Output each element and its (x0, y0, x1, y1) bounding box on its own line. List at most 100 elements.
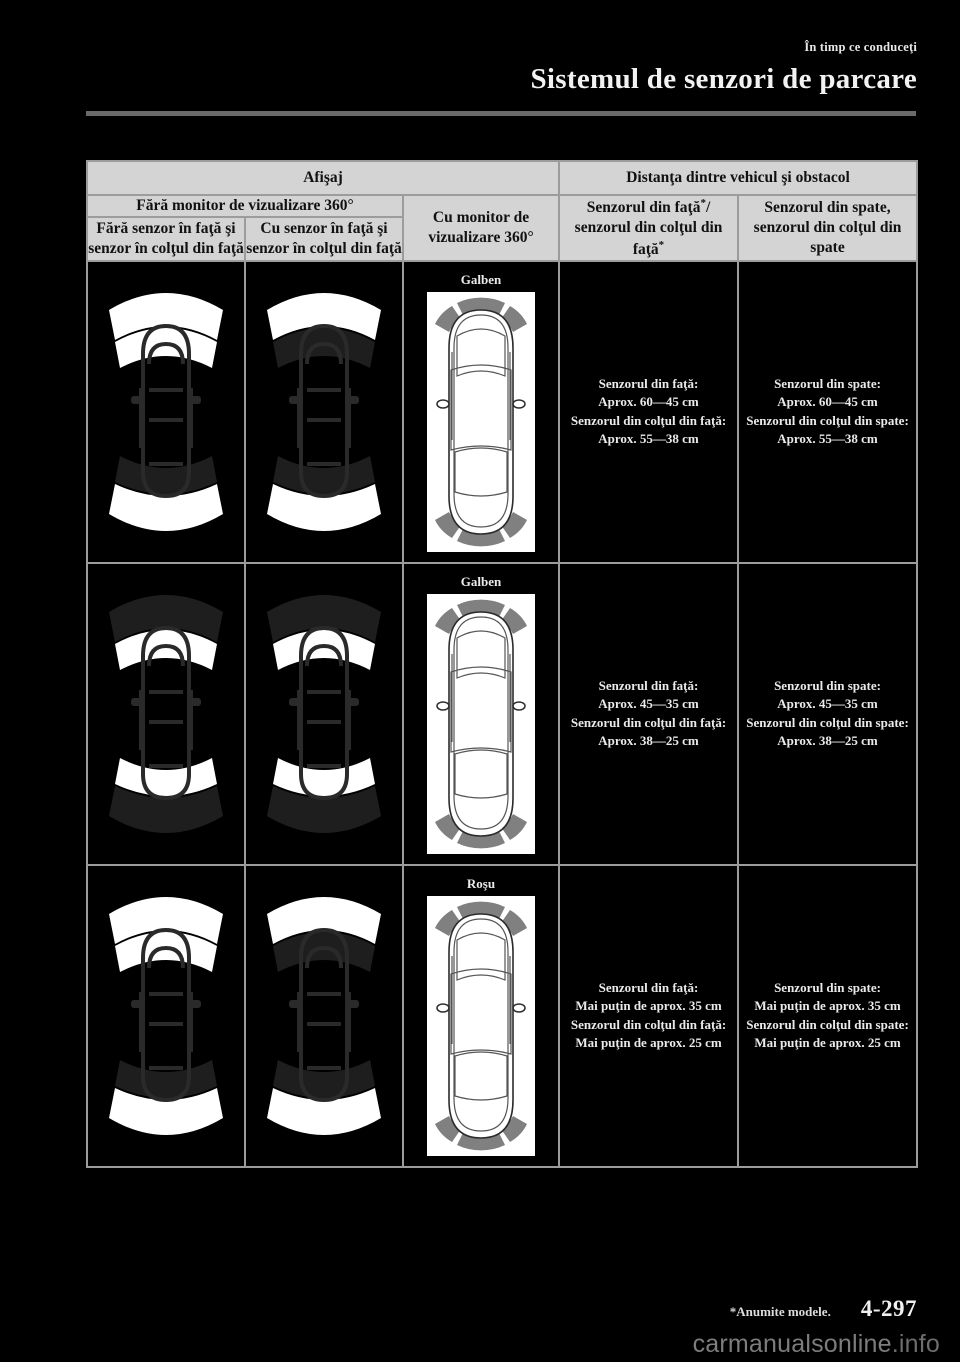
rear-corner-sensor-value: Mai puţin de aprox. 25 cm (754, 1035, 901, 1051)
table-row: Galben (86, 561, 919, 866)
rear-corner-sensor-label: Senzorul din colţul din spate: (746, 714, 909, 730)
monitor-360-wrapper: Roşu (406, 876, 556, 1156)
sensor-display-diagram (91, 569, 241, 858)
car-body-outline (448, 610, 514, 837)
front-sensor-label: Senzorul din faţă: (598, 979, 699, 995)
car-mirrors (131, 999, 201, 1008)
table-row: Roşu (86, 863, 919, 1168)
parking-sensor-table-wrapper: Afişaj Distanţa dintre vehicul şi obstac… (85, 160, 919, 1168)
front-arc-group (267, 896, 381, 972)
car-details (450, 918, 512, 1132)
sensor-display-diagram (249, 871, 399, 1160)
car-display-svg (249, 569, 399, 858)
car-mirrors (131, 697, 201, 706)
front-sensor-block: Senzorul din faţă: Aprox. 45—35 cm Senzo… (566, 677, 731, 751)
footer-inner: *Anumite modele. 4-297 (0, 1296, 960, 1322)
rear-sensor-label: Senzorul din spate: (774, 677, 881, 693)
rear-sensor-label: Senzorul din spate: (774, 375, 881, 391)
monitor-360-screen (427, 895, 535, 1156)
rear-sensor-value: Aprox. 60—45 cm (777, 394, 878, 410)
page-footer: *Anumite modele. 4-297 (0, 1296, 960, 1322)
display-360-monitor-row3: Roşu (401, 863, 561, 1168)
monitor-360-wrapper: Galben (406, 574, 556, 854)
sensor-display-diagram (249, 569, 399, 858)
front-corner-sensor-value: Aprox. 55—38 cm (598, 431, 699, 447)
display-360-monitor-row1: Galben (401, 259, 561, 564)
monitor-360-wrapper: Galben (406, 272, 556, 552)
display-with-front-sensor-row2 (244, 561, 404, 866)
front-sensor-block: Senzorul din faţă: Mai puţin de aprox. 3… (566, 979, 731, 1053)
rear-arc-group (109, 1059, 223, 1135)
car-topview-svg (427, 895, 535, 1156)
front-distance-row3: Senzorul din faţă: Mai puţin de aprox. 3… (558, 863, 740, 1168)
display-no-front-sensor-row2 (86, 561, 246, 866)
car-display-svg (91, 871, 241, 1160)
front-distance-row1: Senzorul din faţă: Aprox. 60—45 cm Senzo… (558, 259, 740, 564)
monitor-360-screen (427, 593, 535, 854)
rear-corner-sensor-label: Senzorul din colţul din spate: (746, 412, 909, 428)
car-display-svg (91, 569, 241, 858)
car-outline (139, 927, 193, 1102)
display-with-front-sensor-row3 (244, 863, 404, 1168)
sensor-display-diagram (249, 267, 399, 556)
car-body-outline (448, 308, 514, 535)
monitor-360-screen (427, 291, 535, 552)
front-sensor-value: Aprox. 45—35 cm (598, 696, 699, 712)
car-mirrors (289, 395, 359, 404)
front-sensor-label: Senzorul din faţă: (598, 677, 699, 693)
car-display-svg (249, 267, 399, 556)
rear-distance-row3: Senzorul din spate: Mai puţin de aprox. … (737, 863, 919, 1168)
header-with-360: Cu monitor de vizualizare 360° (401, 193, 561, 262)
display-no-front-sensor-row3 (86, 863, 246, 1168)
front-arc-group (109, 292, 223, 368)
rear-arc-group (109, 757, 223, 833)
side-mirror-icon (436, 1002, 526, 1013)
car-mirrors (131, 395, 201, 404)
display-no-front-sensor-row1 (86, 259, 246, 564)
rear-sensor-label: Senzorul din spate: (774, 979, 881, 995)
site-watermark: carmanualsonline.info (0, 1330, 960, 1359)
side-mirror-icon (436, 700, 526, 711)
front-corner-sensor-label: Senzorul din colţul din faţă: (570, 714, 727, 730)
front-sensor-label: Senzorul din faţă: (598, 375, 699, 391)
watermark-main: carmanualsonline (692, 1330, 892, 1358)
table-header-row-1: Afişaj Distanţa dintre vehicul şi obstac… (85, 160, 919, 196)
car-mirrors (289, 697, 359, 706)
rear-sensor-value: Mai puţin de aprox. 35 cm (754, 998, 901, 1014)
front-arc-group (267, 292, 381, 368)
display-360-monitor-row2: Galben (401, 561, 561, 866)
watermark-tld: .info (891, 1330, 940, 1358)
table-header-row-3: Fără senzor în faţă şi senzor în colţul … (86, 216, 917, 262)
front-arc-group (267, 594, 381, 670)
car-body-outline (448, 912, 514, 1139)
rear-corner-sensor-value: Aprox. 55—38 cm (777, 431, 878, 447)
rear-distance-row2: Senzorul din spate: Aprox. 45—35 cm Senz… (737, 561, 919, 866)
sensor-display-diagram (91, 267, 241, 556)
car-topview-svg (427, 593, 535, 854)
car-details (450, 616, 512, 830)
asterisk-marker: * (658, 238, 665, 251)
front-corner-sensor-label: Senzorul din colţul din faţă: (570, 412, 727, 428)
page-header: În timp ce conduceţi Sistemul de senzori… (0, 0, 960, 96)
rear-sensor-block: Senzorul din spate: Mai puţin de aprox. … (745, 979, 910, 1053)
rear-sensor-value: Aprox. 45—35 cm (777, 696, 878, 712)
table-body: Galben (86, 259, 919, 1168)
front-sensor-value: Mai puţin de aprox. 35 cm (575, 998, 722, 1014)
table-row: Galben (86, 259, 919, 564)
front-distance-row2: Senzorul din faţă: Aprox. 45—35 cm Senzo… (558, 561, 740, 866)
rear-arc-group (267, 455, 381, 531)
header-col-no-front-sensor: Fără senzor în faţă şi senzor în colţul … (86, 216, 246, 262)
page-number: 4-297 (860, 1296, 917, 1321)
car-details (450, 314, 512, 528)
car-mirrors (289, 999, 359, 1008)
front-arc-group (109, 594, 223, 670)
header-distance-group: Distanţa dintre vehicul şi obstacol (558, 160, 919, 196)
car-display-svg (249, 871, 399, 1160)
table-header-row-2: Fără monitor de vizualizare 360° Cu moni… (86, 193, 919, 262)
display-with-front-sensor-row1 (244, 259, 404, 564)
header-without-360: Fără monitor de vizualizare 360° (86, 193, 404, 219)
rear-sensor-block: Senzorul din spate: Aprox. 60—45 cm Senz… (745, 375, 910, 449)
header-kicker: În timp ce conduceţi (804, 40, 917, 54)
front-sensor-block: Senzorul din faţă: Aprox. 60—45 cm Senzo… (566, 375, 731, 449)
rear-arc-group (267, 1059, 381, 1135)
